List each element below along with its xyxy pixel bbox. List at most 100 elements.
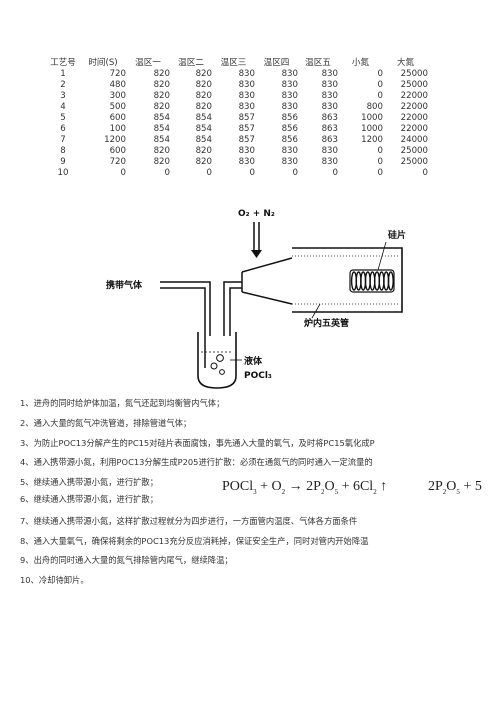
step-8: 8、通入大量氧气，确保将剩余的POC13充分反应消耗掉，保证安全生产，同时对管内…	[20, 536, 369, 546]
carrier-gas-label: 携带气体	[106, 279, 143, 291]
table-cell: 0	[332, 168, 338, 178]
table-cell: 0	[249, 168, 255, 178]
outlet-pipe-outer	[223, 281, 242, 336]
gas-inlet-label: O₂ + N₂	[238, 209, 275, 219]
table-cell: 830	[238, 146, 255, 156]
table-cell: 830	[321, 91, 338, 101]
table-cell: 22000	[400, 113, 428, 123]
table-cell: 22000	[400, 124, 428, 134]
table-cell: 830	[281, 146, 298, 156]
step-5: 5、继续通入携带源小氮，进行扩散；	[20, 477, 159, 487]
bubbler-flask	[197, 332, 237, 389]
table-cell: 300	[109, 91, 126, 101]
table-cell: 856	[281, 135, 298, 145]
quartz-tube-outer	[292, 247, 403, 313]
table-cell: 854	[153, 135, 170, 145]
table-cell: 863	[321, 124, 338, 134]
table-cell: 7	[60, 135, 66, 145]
table-cell: 800	[366, 102, 383, 112]
formula-sub: 5	[456, 487, 460, 496]
step-2: 2、通入大量的氮气冲洗管道，排除管道气体；	[20, 418, 192, 428]
table-cell: 820	[195, 157, 212, 167]
table-cell: 720	[109, 157, 126, 167]
table-cell: 830	[321, 102, 338, 112]
table-cell: 854	[195, 113, 212, 123]
table-header-cell: 温区二	[178, 58, 204, 68]
table-cell: 830	[281, 69, 298, 79]
table-cell: 0	[206, 168, 212, 178]
table-cell: 820	[153, 91, 170, 101]
table-cell: 1200	[361, 135, 383, 145]
table-cell: 830	[238, 157, 255, 167]
table-cell: 720	[109, 69, 126, 79]
table-cell: 863	[321, 135, 338, 145]
table-cell: 1	[60, 69, 66, 79]
tube-leader-line	[311, 303, 321, 319]
table-cell: 830	[238, 102, 255, 112]
table-cell: 830	[238, 91, 255, 101]
table-cell: 5	[60, 113, 66, 123]
furnace-schematic: O₂ + N₂ 硅片 炉内五英管 携带气体	[106, 209, 406, 389]
table-cell: 22000	[400, 102, 428, 112]
formula-sub: 2	[281, 487, 286, 496]
table-cell: 22000	[400, 91, 428, 101]
table-cell: 854	[153, 113, 170, 123]
table-cell: 25000	[400, 157, 428, 167]
liquid-label: 液体	[244, 355, 263, 367]
table-cell: 600	[109, 146, 126, 156]
reaction-equation: POCl3 + O2 → 2P2O5 + 6Cl2 ↑	[222, 479, 387, 496]
table-cell: 820	[153, 69, 170, 79]
table-cell: 856	[281, 124, 298, 134]
table-header-cell: 时间(S)	[88, 58, 118, 68]
diffusion-furnace-diagram: O₂ + N₂ 硅片 炉内五英管 携带气体	[102, 200, 422, 390]
table-cell: 854	[153, 124, 170, 134]
formula2-rest: + 5	[459, 479, 482, 494]
table-cell: 830	[238, 69, 255, 79]
bubble-icon	[216, 354, 224, 362]
table-cell: 820	[195, 69, 212, 79]
table-header-row: 工艺号时间(S)温区一温区二温区三温区四温区五小氮大氮	[46, 58, 428, 69]
table-cell: 820	[195, 102, 212, 112]
table-cell: 0	[377, 91, 383, 101]
table-header-cell: 温区三	[220, 58, 247, 68]
table-cell: 0	[292, 168, 298, 178]
bubble-icon	[210, 362, 218, 370]
table-cell: 4	[60, 102, 66, 112]
step-1: 1、进舟的同时给炉体加温，氮气还起到均衡管内气体；	[20, 398, 225, 408]
table-cell: 600	[109, 113, 126, 123]
table-cell: 854	[195, 124, 212, 134]
table-cell: 100	[109, 124, 126, 134]
reaction-equation-2: 2P2O5 + 5	[428, 479, 482, 496]
table-header-cell: 大氮	[396, 58, 415, 68]
table-cell: 2	[60, 80, 66, 90]
step-4: 4、通入携带源小氮，利用POC13分解生成P205进行扩散：必须在通氮气的同时通…	[20, 457, 373, 467]
table-cell: 830	[281, 102, 298, 112]
table-cell: 3	[60, 91, 66, 101]
formula-o2: + O	[256, 479, 282, 494]
source-label: POCl₃	[244, 371, 272, 381]
step-7: 7、继续通入携带源小氮，这样扩散过程就分为四步进行，一方面管内温度、气体各方面条…	[20, 516, 358, 526]
table-cell: 820	[195, 91, 212, 101]
table-cell: 857	[238, 124, 255, 134]
table-cell: 1000	[361, 113, 383, 123]
tube-label: 炉内五英管	[304, 317, 349, 329]
wafer-coil	[349, 269, 395, 293]
table-cell: 0	[377, 80, 383, 90]
table-cell: 1200	[104, 135, 126, 145]
table-cell: 1000	[361, 124, 383, 134]
table-header-cell: 温区五	[305, 58, 331, 68]
table-cell: 25000	[400, 80, 428, 90]
table-cell: 820	[153, 80, 170, 90]
table-cell: 480	[109, 80, 126, 90]
table-cell: 0	[377, 168, 383, 178]
table-cell: 820	[195, 146, 212, 156]
formula-sub: 2	[373, 487, 377, 496]
